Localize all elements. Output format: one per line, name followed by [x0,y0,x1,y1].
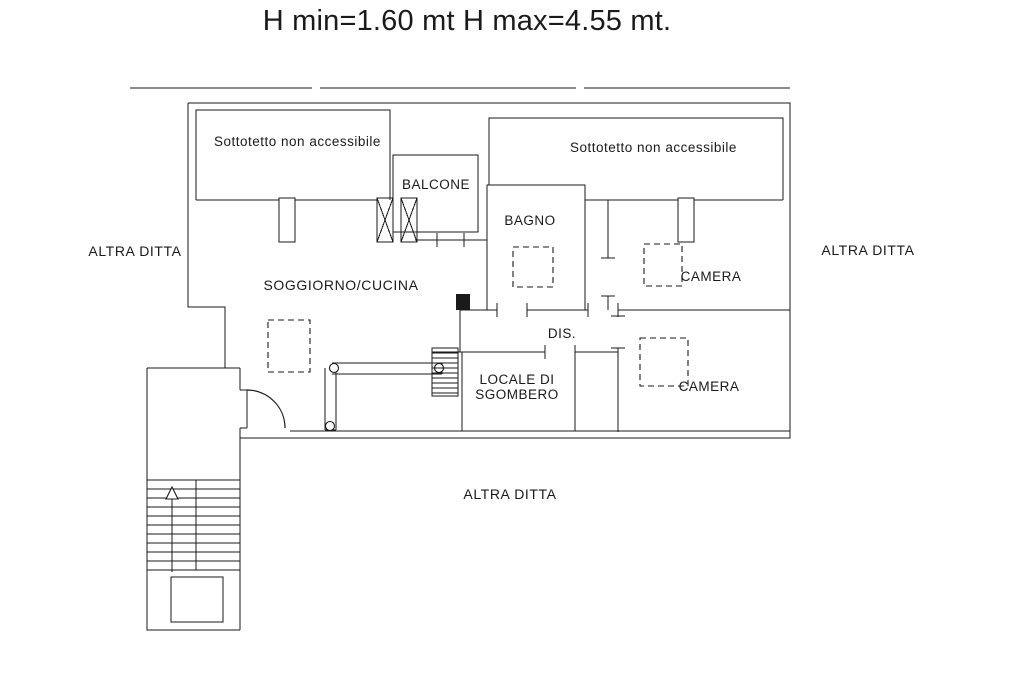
balcony-walls [392,154,487,247]
page-title: H min=1.60 mt H max=4.55 mt. [263,5,672,37]
label-storage-line1: LOCALE DI [479,372,554,387]
outer-walls [187,102,791,439]
window-icon [278,197,296,243]
label-bedroom-top: CAMERA [681,269,742,284]
dashed-box-living [267,319,311,373]
window-icon [677,197,695,243]
dashed-projections [267,243,689,387]
door-swing-arc [246,389,286,429]
stair-up-arrow-icon [165,485,179,500]
label-storage-line2: SGOMBERO [475,387,559,402]
label-bathroom: BAGNO [504,213,555,228]
label-living-kitchen: SOGGIORNO/CUCINA [263,277,418,293]
label-hallway: DIS. [548,326,576,341]
entry-door [240,389,286,429]
wall-pier [456,294,470,310]
label-bedroom-bottom: CAMERA [679,379,740,394]
window-x-icon [376,197,394,243]
internal-stair [431,347,459,397]
attic-right-walls [488,117,784,200]
room-labels: Sottotetto non accessibile Sottotetto no… [88,134,914,502]
dashed-box-bedroom-top [643,243,683,287]
bathroom-walls [486,184,586,310]
dashed-box-bedroom-bottom [639,337,689,387]
window-x-icon [400,197,418,243]
label-neighbor-left: ALTRA DITTA [88,243,181,259]
door-opening-ticks [496,257,625,359]
dashed-box-bathroom [512,246,554,288]
label-attic-right: Sottotetto non accessibile [570,140,737,155]
stairwell [146,367,241,631]
stair-railing [324,362,445,432]
stair-landing [170,576,224,623]
label-neighbor-right: ALTRA DITTA [821,242,914,258]
window-symbols [278,197,695,243]
label-balcony: BALCONE [402,177,470,192]
label-attic-left: Sottotetto non accessibile [214,134,381,149]
label-neighbor-bottom: ALTRA DITTA [463,486,556,502]
stair-treads [147,479,240,572]
attic-left-walls [195,109,391,200]
